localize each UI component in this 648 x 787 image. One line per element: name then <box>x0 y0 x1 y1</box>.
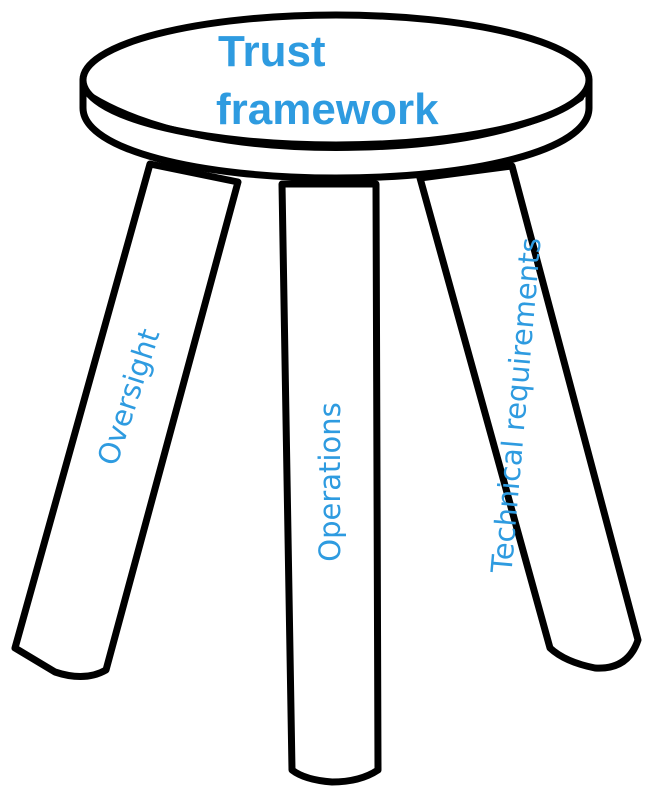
stool-leg-left: Oversight <box>11 160 242 680</box>
leg-right-shape <box>416 162 642 672</box>
title-line-2: framework <box>216 85 439 134</box>
leg-middle-shape <box>278 180 382 786</box>
leg-label-operations: Operations <box>313 402 347 561</box>
seat-rim-line <box>88 93 584 152</box>
stool-seat <box>79 11 593 182</box>
title-line-1: Trust <box>218 27 326 76</box>
stool-leg-middle: Operations <box>278 180 382 786</box>
leg-left-shape <box>11 160 242 680</box>
stool-leg-right: Technical requirements <box>416 162 642 672</box>
